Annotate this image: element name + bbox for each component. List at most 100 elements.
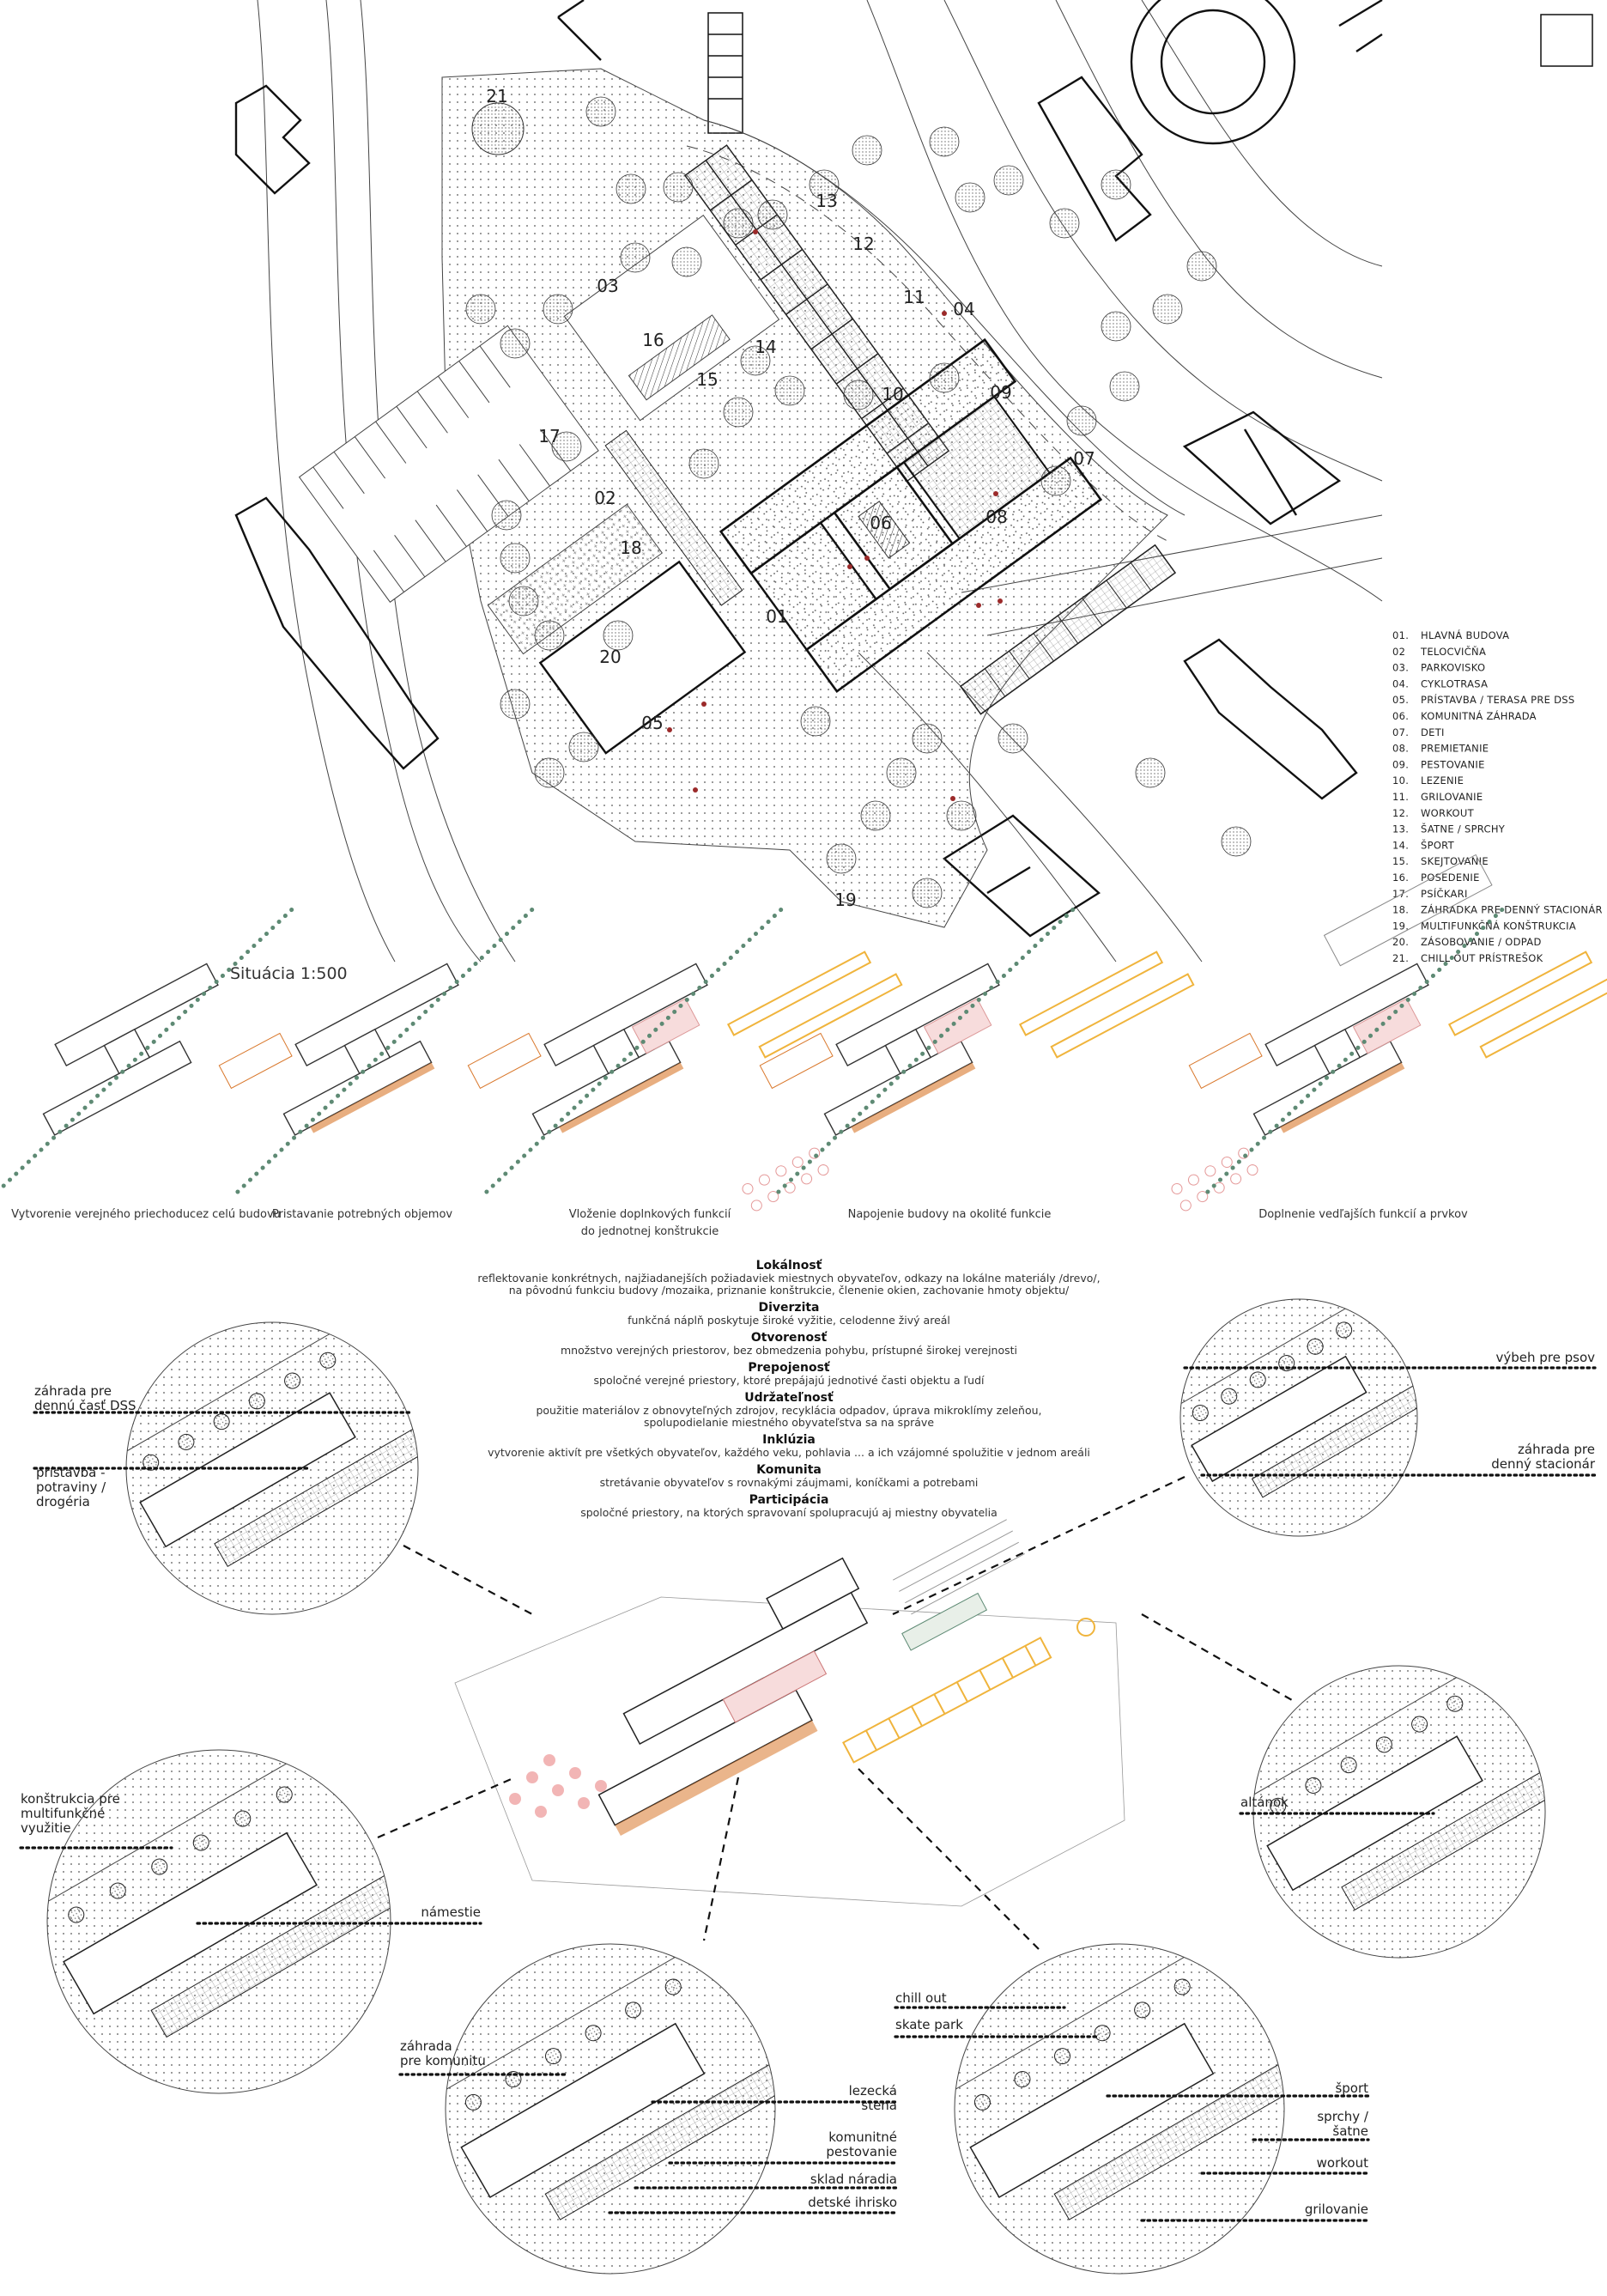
tree-icon xyxy=(946,800,977,831)
site-number-03: 03 xyxy=(597,276,618,296)
principle-text: vytvorenie aktivít pre všetkých obyvateľ… xyxy=(488,1446,1090,1459)
callout-label: lezecká xyxy=(849,2083,897,2099)
terrace-05 xyxy=(749,521,878,652)
legend-label: POSEDENIE xyxy=(1421,872,1480,884)
tree-icon xyxy=(616,173,646,204)
step-caption: Doplnenie vedľajších funkcií a prvkov xyxy=(1258,1208,1468,1221)
tree-icon xyxy=(248,1393,265,1410)
legend-label: PARKOVISKO xyxy=(1421,662,1485,674)
legend-number: 04. xyxy=(1392,677,1409,689)
tree-icon xyxy=(929,126,960,157)
person-marker-icon xyxy=(998,598,1003,604)
tree-icon xyxy=(568,732,599,762)
tree-icon xyxy=(178,1433,195,1450)
tree-icon xyxy=(109,1882,126,1899)
legend-number: 21. xyxy=(1392,952,1409,964)
legend-item: 01.HLAVNÁ BUDOVA xyxy=(1392,629,1509,641)
legend-label: PREMIETANIE xyxy=(1421,743,1489,755)
tree-icon xyxy=(464,2093,482,2111)
site-number-01: 01 xyxy=(766,606,787,627)
legend-item: 03.PARKOVISKO xyxy=(1392,662,1485,674)
tree-icon xyxy=(663,172,694,203)
tree-icon xyxy=(1249,1371,1266,1388)
tree-icon xyxy=(545,2048,562,2065)
tree-icon xyxy=(500,689,531,720)
neighbour-buildings xyxy=(234,0,1383,938)
legend-item: 13.ŠATNE / SPRCHY xyxy=(1392,823,1505,835)
callout-label: potraviny / xyxy=(36,1479,106,1495)
step-axonometric xyxy=(467,905,903,1194)
principle-text: spoločné verejné priestory, ktoré prepáj… xyxy=(594,1374,985,1387)
tree-icon xyxy=(1221,1388,1238,1405)
tree-icon xyxy=(508,586,539,617)
step-caption: Napojenie budovy na okolité funkcie xyxy=(848,1208,1052,1221)
legend-number: 12. xyxy=(1392,807,1409,819)
legend-item: 09.PESTOVANIE xyxy=(1392,758,1484,770)
tree-icon xyxy=(800,706,831,737)
callout-stacionar-1: výbeh pre psov xyxy=(1183,1350,1597,1370)
tree-icon xyxy=(664,1978,682,1995)
tree-icon xyxy=(213,1413,230,1430)
legend-number: 09. xyxy=(1392,758,1409,770)
site-plan-title: Situácia 1:500 xyxy=(230,964,348,983)
callout-label: konštrukcia pre xyxy=(21,1791,120,1807)
tree-icon xyxy=(1336,1321,1353,1339)
callout-label: grilovanie xyxy=(1305,2202,1368,2217)
legend-item: 10.LEZENIE xyxy=(1392,774,1464,787)
callout-label: drogéria xyxy=(36,1494,90,1509)
concept-step-2: Pristavanie potrebných objemov xyxy=(218,905,537,1221)
person-marker-icon xyxy=(950,796,955,801)
public-passage-path xyxy=(0,905,296,1194)
legend-label: WORKOUT xyxy=(1421,807,1475,819)
person-marker-icon xyxy=(667,727,672,732)
step-axonometric xyxy=(0,905,296,1194)
public-passage-path xyxy=(1205,905,1507,1194)
site-number-10: 10 xyxy=(882,384,903,404)
detail-circle-stacionar xyxy=(1179,1298,1418,1537)
dog-area-17 xyxy=(487,503,664,655)
tree-icon xyxy=(491,500,522,531)
tree-icon xyxy=(1040,465,1071,496)
principle-text: spoločné priestory, na ktorých spravovan… xyxy=(580,1506,998,1519)
tree-icon xyxy=(774,375,805,406)
principle-title: Prepojenosť xyxy=(748,1361,831,1375)
tree-icon xyxy=(912,878,943,908)
principle-title: Udržateľnosť xyxy=(744,1391,834,1405)
legend-label: MULTIFUNKČNÁ KONŠTRUKCIA xyxy=(1421,919,1576,932)
tree-icon xyxy=(723,208,754,239)
trees xyxy=(465,96,1252,908)
detail-circle-square xyxy=(46,1749,391,2094)
legend-label: ZÁHRADKA PRE DENNÝ STACIONÁR xyxy=(1421,903,1603,916)
concept-steps: Vytvorenie verejného priechoducez celú b… xyxy=(0,853,1607,1238)
public-passage-path xyxy=(776,905,1077,1194)
tree-icon xyxy=(1340,1757,1357,1774)
site-number-16: 16 xyxy=(642,330,664,350)
tree-icon xyxy=(740,345,771,376)
tree-icon xyxy=(1066,405,1097,436)
tree-icon xyxy=(534,757,565,788)
legend-item: 19. MULTIFUNKČNÁ KONŠTRUKCIA xyxy=(1392,919,1576,932)
tree-icon xyxy=(319,1351,337,1369)
parking-03 xyxy=(298,325,599,603)
callout-label: detské ihrisko xyxy=(808,2195,897,2210)
tree-icon xyxy=(860,800,891,831)
tree-icon xyxy=(723,397,754,428)
central-axonometric xyxy=(454,1519,1125,1907)
concept-step-5: Doplnenie vedľajších funkcií a prvkov xyxy=(1171,853,1607,1221)
tree-icon xyxy=(1192,1405,1209,1422)
legend-item: 06.KOMUNITNÁ ZÁHRADA xyxy=(1392,709,1537,722)
legend-number: 19. xyxy=(1392,920,1409,932)
site-plan: 0102030405060708091011121314151617181920… xyxy=(230,0,1593,983)
legend-number: 10. xyxy=(1392,774,1409,787)
site-number-05: 05 xyxy=(641,713,663,733)
legend-number: 18. xyxy=(1392,904,1409,916)
chill-out-shelter-21 xyxy=(471,102,525,155)
legend-item: 12. WORKOUT xyxy=(1392,807,1475,819)
principle-title: Inklúzia xyxy=(762,1433,816,1447)
tree-icon xyxy=(234,1810,252,1827)
